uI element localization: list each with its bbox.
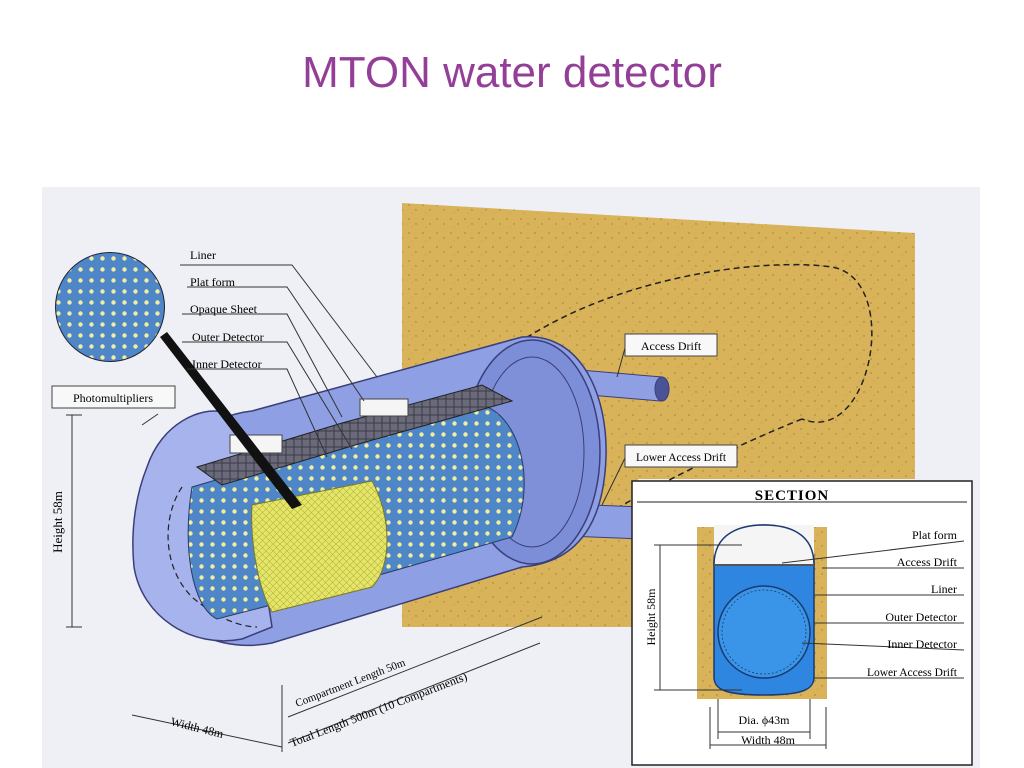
access-drift-box [624,333,718,357]
lower-access-drift-box [624,444,738,468]
section-label-lower-access-drift: Lower Access Drift [867,667,958,679]
label-outer-detector: Outer Detector [192,330,264,344]
section-label-access-drift: Access Drift [897,555,958,569]
section-label-height: Height 58m [644,588,658,646]
section-label-liner: Liner [931,582,957,596]
photomultipliers-box [51,385,176,409]
section-inner-detector [717,585,811,679]
section-label-inner-detector: Inner Detector [887,637,957,651]
section-width-dimension [709,699,827,749]
label-opaque-sheet: Opaque Sheet [190,302,258,316]
slide-title: MTON water detector [302,48,722,97]
label-platform: Plat form [190,275,236,289]
section-label-width: Width 48m [741,733,796,747]
platform-mesh [195,384,514,486]
section-title: SECTION [755,488,830,504]
label-photomultipliers: Photomultipliers [73,391,153,405]
detector-diagram: Liner Plat form Opaque Sheet Outer Detec… [50,203,973,766]
detector-figure: Liner Plat form Opaque Sheet Outer Detec… [42,187,980,768]
section-label-outer-detector: Outer Detector [885,610,957,624]
label-width: Width 48m [169,714,225,741]
length-dimensions [131,616,543,752]
height-dimension [66,414,82,628]
section-inset: SECTION Plat form Access Drift Liner Out… [631,480,973,766]
label-lower-access-drift: Lower Access Drift [636,452,727,464]
section-label-platform: Plat form [912,528,958,542]
section-label-diameter: Dia. ϕ43m [739,713,791,727]
label-height: Height 58m [50,491,65,553]
section-height-dimension [654,544,742,691]
photomultiplier-magnifier [55,252,302,509]
label-inner-detector: Inner Detector [192,357,262,371]
label-access-drift: Access Drift [641,339,702,353]
inner-detector [251,480,388,613]
front-dashed-circle [167,486,258,628]
label-liner: Liner [190,248,216,262]
